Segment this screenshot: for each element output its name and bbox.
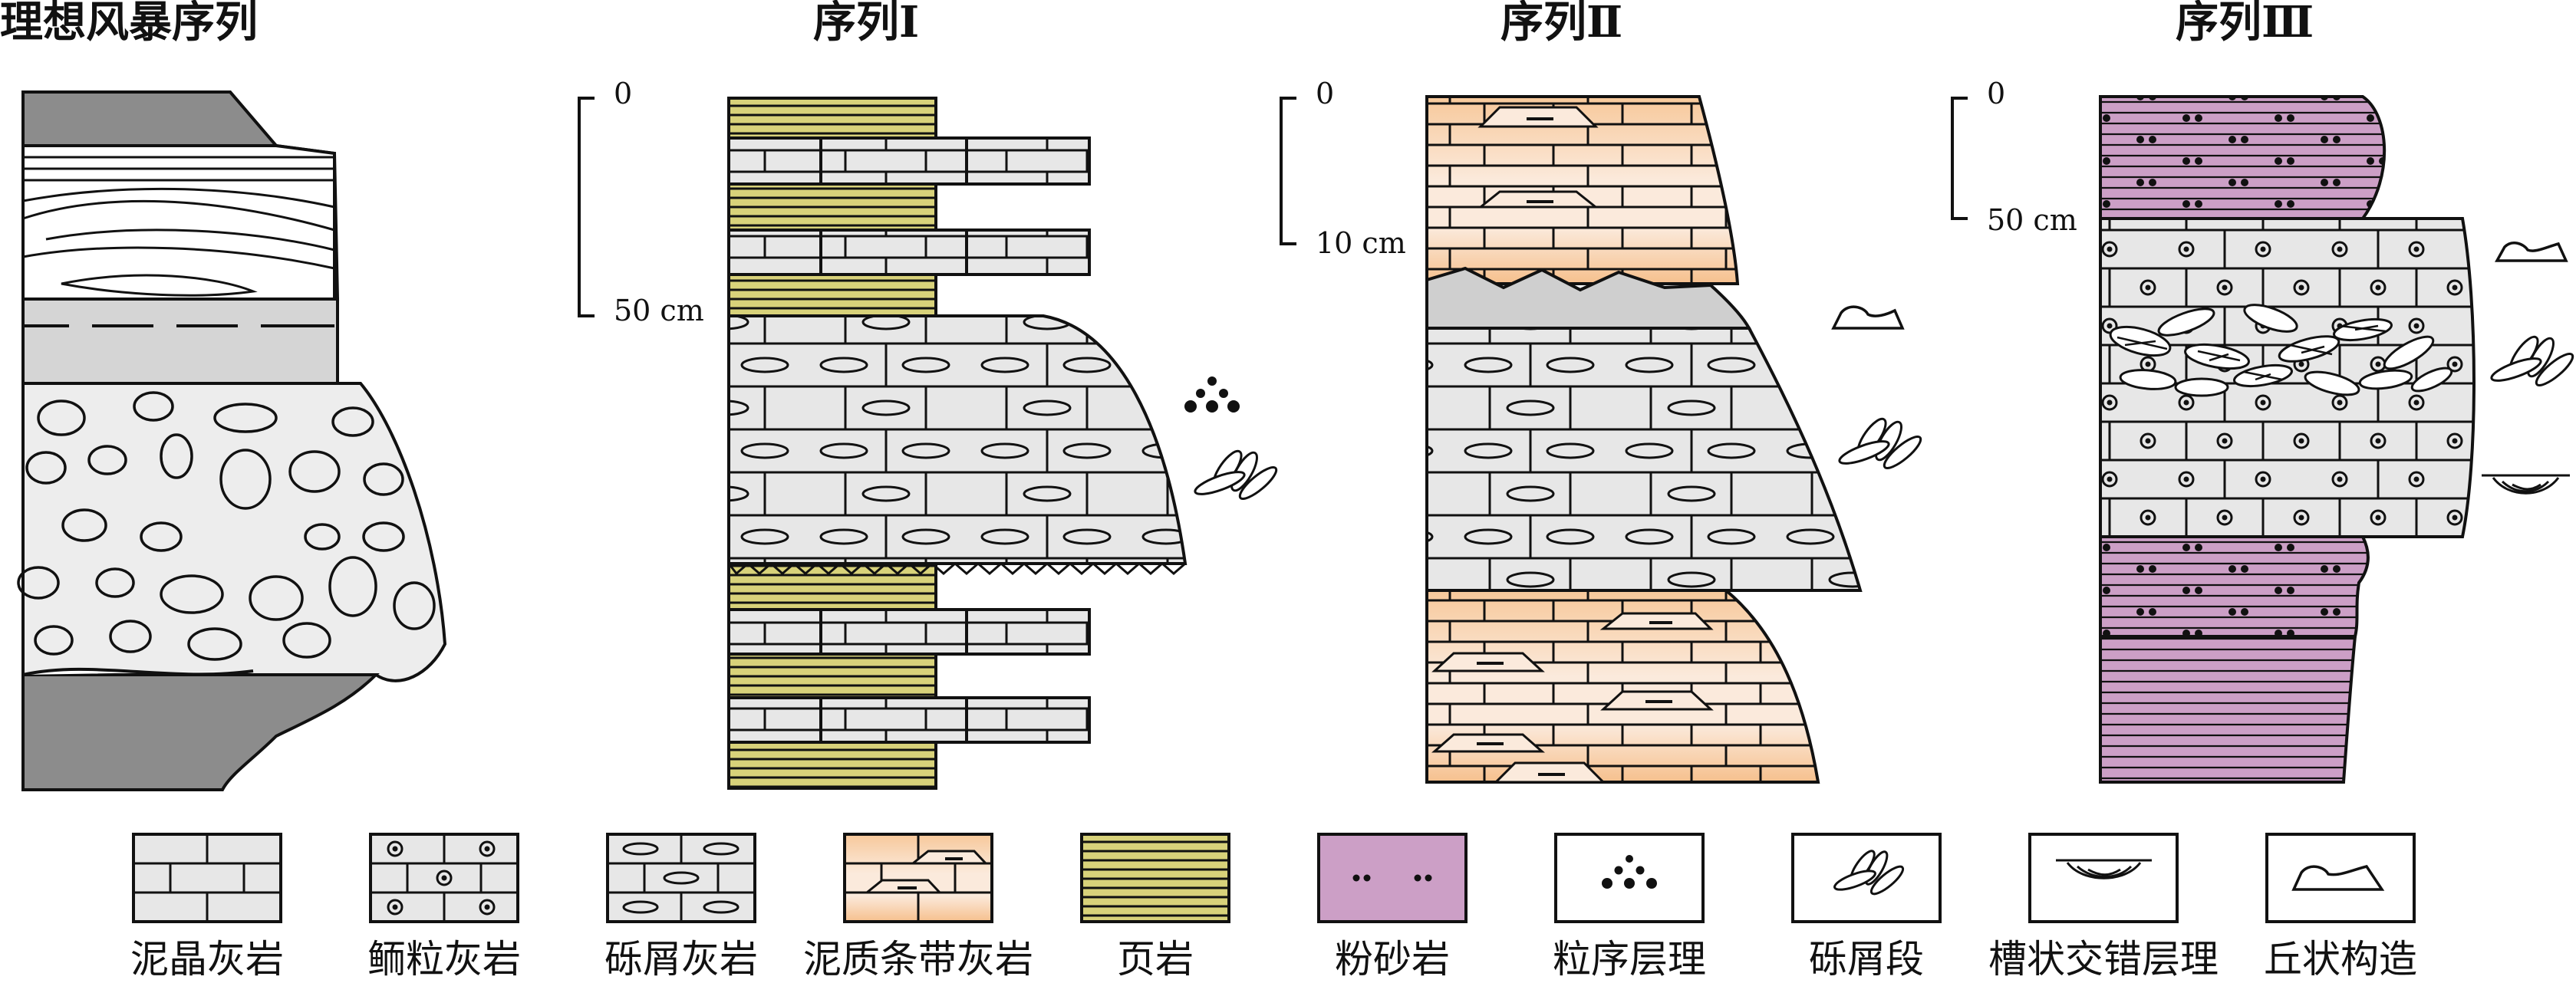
seq1-scale-top: 0 [614,77,632,110]
seq3-scale: 0 50 cm [1951,77,2077,237]
legend-item-trough: 槽状交错层理 [1988,833,2219,981]
legend-label-micrite: 泥晶灰岩 [130,937,284,981]
title-seq2: 序列Ⅱ [1500,0,1622,48]
seq1-column [727,97,1188,790]
legend-item-shale: 页岩 [1080,833,1230,981]
legend-label-banded: 泥质条带灰岩 [803,937,1033,981]
seq2-gravel-icon [1838,417,1922,469]
legend-item-micrite: 泥晶灰岩 [130,833,284,981]
seq1-gravel-icon [1194,449,1278,500]
seq3-scale-bottom: 50 cm [1987,203,2077,237]
seq2-scale-bottom: 10 cm [1316,226,1406,260]
legend-label-hummocky: 丘状构造 [2264,937,2417,981]
seq3-trough-icon [2482,474,2570,495]
legend-item-hummocky: 丘状构造 [2264,833,2417,981]
title-seq3: 序列Ⅲ [2176,0,2314,48]
seq2-column [1425,95,1863,784]
legend-label-oolitic: 鲕粒灰岩 [367,937,521,981]
legend-label-intraclast: 砾屑灰岩 [604,937,758,981]
legend-label-graded: 粒序层理 [1553,937,1706,981]
seq3-hummocky-icon [2495,242,2568,262]
legend-item-intraclast: 砾屑灰岩 [604,833,758,981]
legend-item-siltstone: 粉砂岩 [1317,833,1468,981]
legend-item-gravel: 砾屑段 [1791,833,1942,981]
title-ideal: 理想风暴序列 [0,0,258,48]
title-seq1: 序列Ⅰ [813,0,919,48]
legend-label-gravel: 砾屑段 [1809,937,1924,981]
legend-item-graded: 粒序层理 [1553,833,1706,981]
seq2-hummocky-icon [1831,305,1905,330]
legend: 泥晶灰岩 鲕粒灰岩 [130,833,2417,981]
ideal-column [17,90,447,791]
seq1-scale: 0 50 cm [578,77,704,327]
seq2-scale-top: 0 [1316,77,1334,110]
legend-label-shale: 页岩 [1117,937,1194,981]
legend-item-banded: 泥质条带灰岩 [803,833,1033,981]
seq3-column [2099,95,2476,784]
legend-item-oolitic: 鲕粒灰岩 [367,833,521,981]
seq3-clast-zone [2109,304,2453,397]
seq1-graded-icon [1184,376,1240,413]
seq3-scale-top: 0 [1987,77,2005,110]
seq2-scale: 0 10 cm [1280,77,1406,260]
legend-label-siltstone: 粉砂岩 [1335,937,1450,981]
seq1-scale-bottom: 50 cm [614,294,704,327]
seq3-gravel-icon [2490,335,2574,386]
legend-label-trough: 槽状交错层理 [1988,937,2219,981]
